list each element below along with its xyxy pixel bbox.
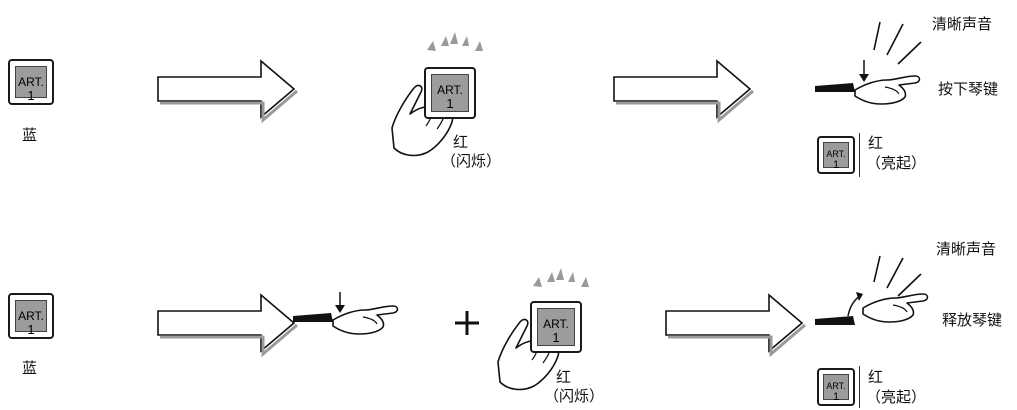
plus-icon (455, 311, 479, 335)
key-icon (815, 83, 855, 92)
hand-releasing-icon (862, 293, 929, 323)
clear-sound-label: 清晰声音 (932, 15, 993, 33)
art1-button-face: ART. 1 (15, 66, 47, 103)
art1-button-face: ART. 1 (431, 74, 469, 112)
art1-button-lit[interactable]: ART. 1 (817, 368, 855, 406)
flash-glow-icon (427, 32, 483, 51)
art1-button-flashing[interactable]: ART. 1 (530, 301, 582, 353)
clear-sound-label: 清晰声音 (936, 240, 997, 258)
divider-line (859, 366, 860, 408)
art1-button-label: ART. (18, 75, 44, 89)
release-key-label: 释放琴键 (942, 311, 1003, 329)
flash-glow-icon (533, 268, 589, 287)
art1-button-label: ART. (543, 317, 569, 331)
art1-button-number: 1 (446, 96, 454, 111)
art1-button-number: 1 (832, 159, 840, 171)
sound-lines-icon (873, 21, 922, 65)
art1-button-face: ART. 1 (15, 300, 47, 337)
art1-button-label: ART. (826, 381, 846, 391)
art1-button-lit[interactable]: ART. 1 (817, 136, 855, 174)
arrow-icon (664, 293, 807, 356)
state-label-flashing: （闪烁） (544, 387, 605, 405)
divider-line (859, 133, 860, 177)
art1-button-face: ART. 1 (823, 142, 849, 171)
art1-button-label: ART. (18, 309, 44, 323)
art1-button-label: ART. (826, 149, 846, 159)
art1-button-blue[interactable]: ART. 1 (8, 293, 54, 339)
key-icon (293, 313, 333, 322)
arrow-icon (156, 293, 299, 356)
art1-button-blue[interactable]: ART. 1 (8, 59, 54, 105)
arrow-icon (612, 59, 755, 122)
arrow-icon (156, 59, 299, 122)
art1-button-label: ART. (437, 83, 463, 97)
down-arrow-icon (335, 292, 345, 313)
press-key-label: 按下琴键 (938, 80, 999, 98)
sound-lines-icon (873, 255, 922, 297)
key-icon (815, 316, 855, 325)
art1-button-flashing[interactable]: ART. 1 (424, 67, 476, 119)
state-label-blue: 蓝 (22, 126, 38, 144)
art1-button-face: ART. 1 (537, 308, 575, 346)
state-label-lit: （亮起） (866, 154, 927, 172)
state-label-red: 红 (453, 133, 469, 151)
art1-button-number: 1 (27, 322, 35, 337)
art1-button-number: 1 (552, 330, 560, 345)
state-label-lit: （亮起） (866, 388, 927, 406)
state-label-flashing: （闪烁） (441, 152, 502, 170)
art1-button-number: 1 (27, 88, 35, 103)
state-label-red: 红 (868, 368, 884, 386)
curved-up-arrow-icon (847, 292, 863, 317)
art1-button-face: ART. 1 (823, 374, 849, 403)
down-arrow-icon (859, 60, 869, 82)
art1-button-number: 1 (832, 391, 840, 403)
state-label-red: 红 (556, 368, 572, 386)
hand-on-key-icon (332, 305, 399, 335)
state-label-red: 红 (868, 134, 884, 152)
state-label-blue: 蓝 (22, 359, 38, 377)
